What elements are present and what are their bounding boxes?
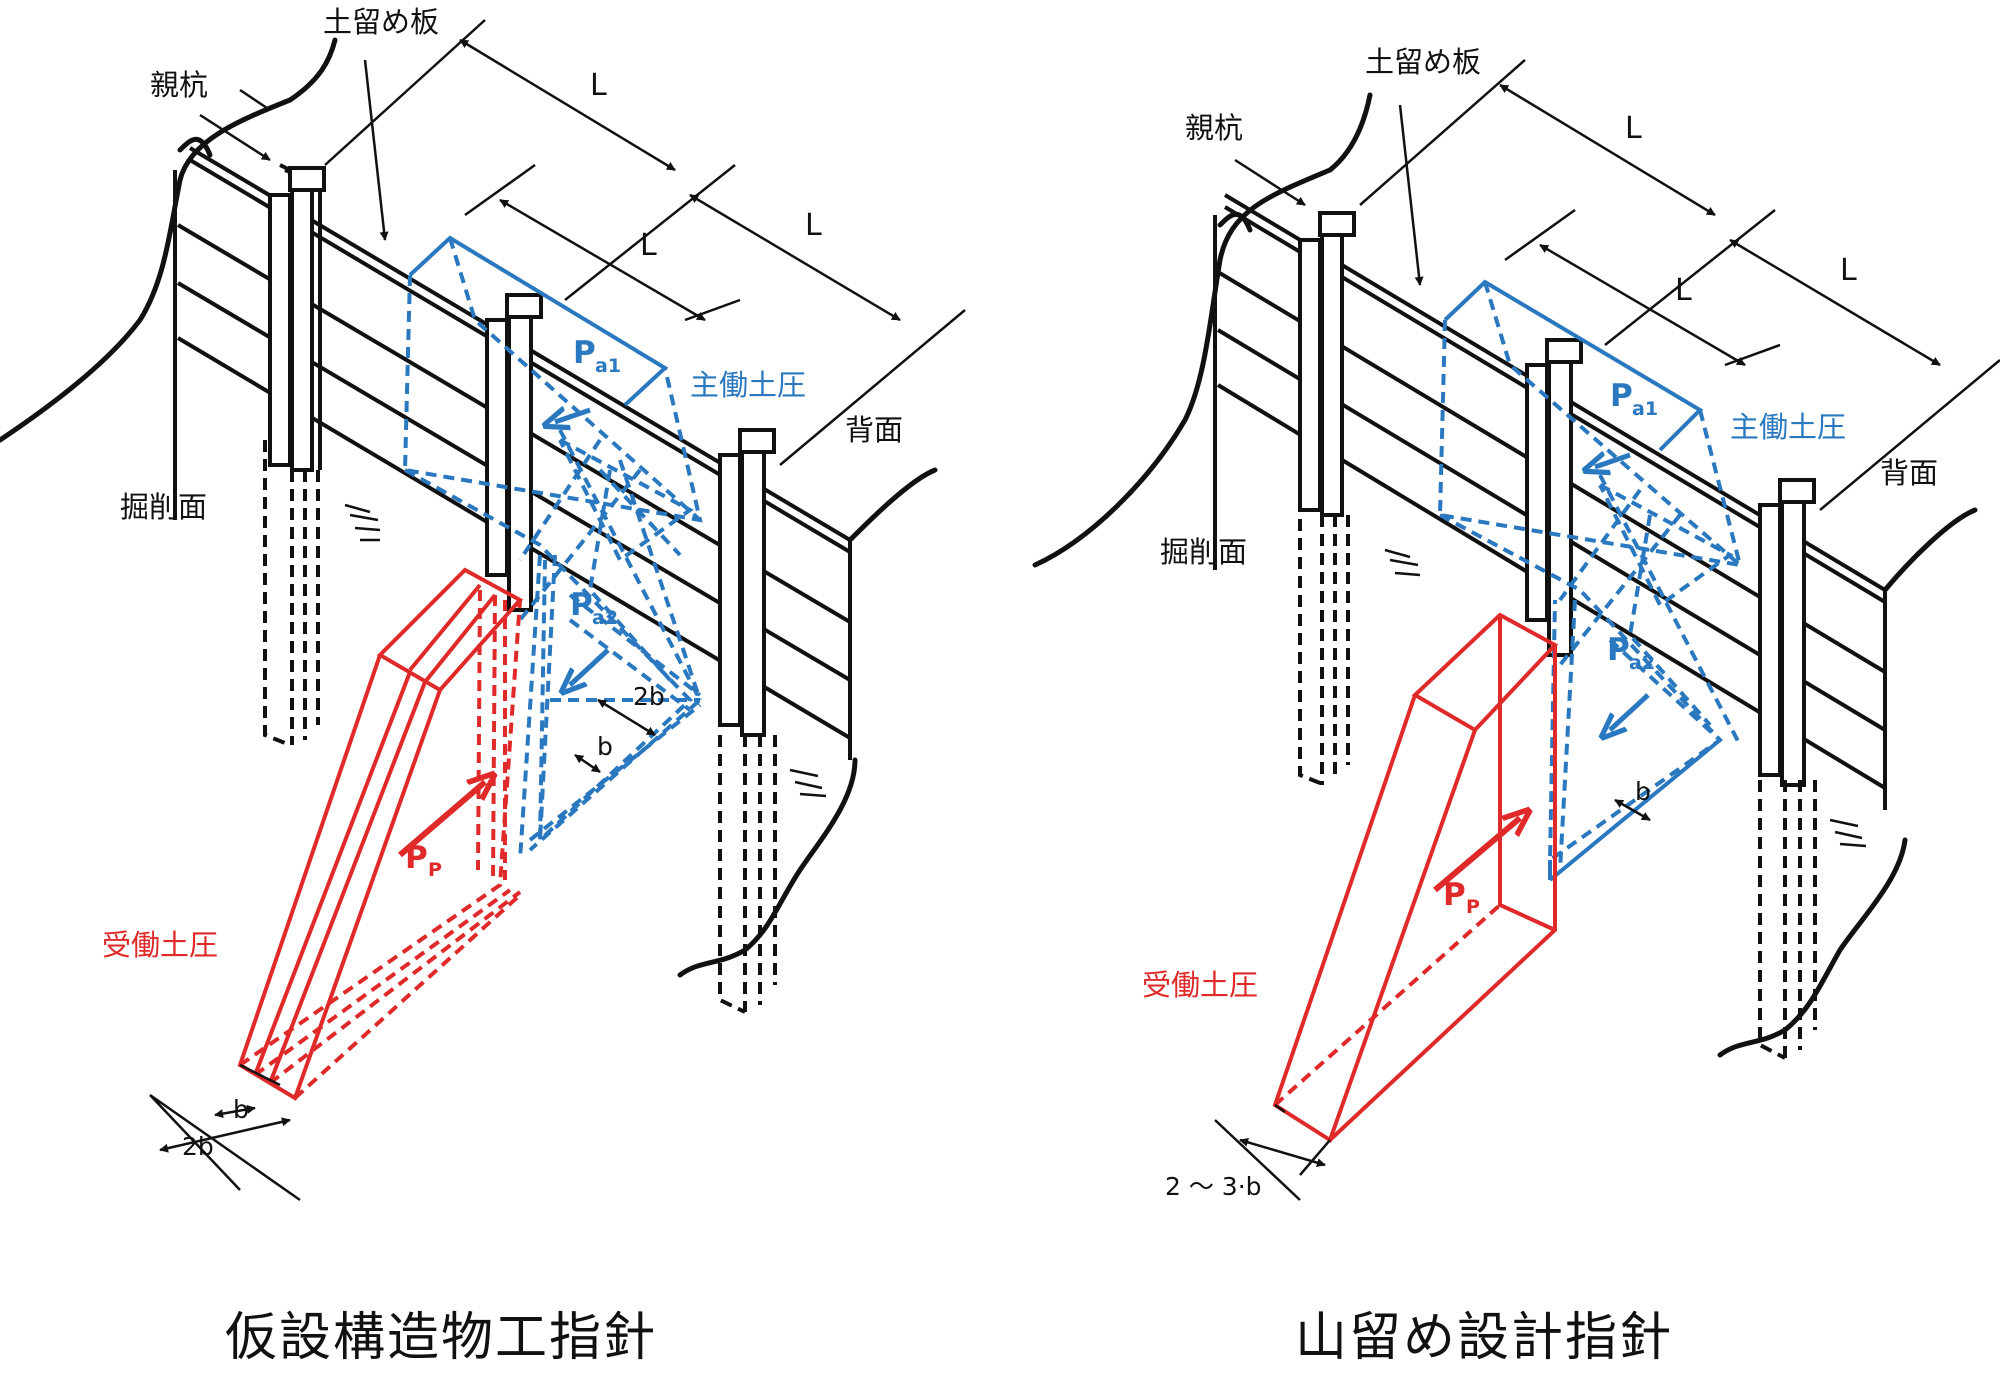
label-back-face: 背面 xyxy=(845,413,903,447)
label-active-pressure: 主働土圧 xyxy=(1730,410,1846,444)
label-excavation-face: 掘削面 xyxy=(120,490,207,524)
embedded-piles xyxy=(1298,500,1817,1060)
left-panel: 土留め板 親杭 掘削面 背面 主働土圧 受働土圧 L L L P a1 P a2… xyxy=(0,5,966,1368)
caption-right: 山留め設計指針 xyxy=(1295,1308,1673,1368)
svg-text:a1: a1 xyxy=(595,355,621,377)
pp-arrow xyxy=(398,782,485,858)
label-pp: P P xyxy=(405,840,442,881)
svg-text:P: P xyxy=(405,840,428,876)
label-pp: P P xyxy=(1443,877,1480,918)
label-soldier-pile: 親杭 xyxy=(1185,111,1243,145)
pa1-arrow xyxy=(1595,455,1631,467)
label-pa2: P a2 xyxy=(570,587,618,629)
svg-text:P: P xyxy=(1466,896,1480,918)
active-pressure-prism xyxy=(402,235,703,861)
dim-b-active: b xyxy=(1635,777,1651,806)
dim-L-top: L xyxy=(590,68,607,103)
dimension-lines xyxy=(149,19,966,1202)
label-active-pressure: 主働土圧 xyxy=(690,368,806,402)
dim-passive-width: 2 ～ 3·b xyxy=(1165,1172,1262,1201)
dim-2b-passive: 2b xyxy=(182,1132,214,1161)
label-passive-pressure: 受働土圧 xyxy=(1142,968,1258,1002)
svg-text:a2: a2 xyxy=(1629,652,1655,674)
svg-text:P: P xyxy=(573,335,596,371)
svg-text:P: P xyxy=(1607,632,1630,668)
svg-text:P: P xyxy=(428,859,442,881)
svg-text:P: P xyxy=(1610,378,1633,414)
label-pa1: P a1 xyxy=(1610,378,1658,420)
dim-L-top: L xyxy=(1625,111,1642,146)
svg-text:a1: a1 xyxy=(1632,398,1658,420)
dim-2b-active: 2b xyxy=(633,682,665,711)
passive-pressure-prism xyxy=(1272,612,1559,1144)
pa2-arrow xyxy=(1610,693,1650,730)
dimension-lines xyxy=(1214,59,2000,1201)
ground-hatch xyxy=(344,503,827,798)
label-passive-pressure: 受働土圧 xyxy=(102,928,218,962)
dim-b-active: b xyxy=(597,732,613,761)
dim-L-right: L xyxy=(805,208,822,243)
ground-hatch xyxy=(1384,548,1867,848)
dim-L-right: L xyxy=(1840,253,1857,288)
label-retaining-board: 土留め板 xyxy=(1365,45,1481,79)
label-excavation-face: 掘削面 xyxy=(1160,535,1247,569)
embedded-piles xyxy=(263,440,777,1014)
caption-left: 仮設構造物工指針 xyxy=(225,1308,657,1368)
dim-b-passive: b xyxy=(233,1095,249,1124)
label-back-face: 背面 xyxy=(1880,456,1938,490)
pa2-arrow xyxy=(570,648,610,685)
label-retaining-board: 土留め板 xyxy=(323,5,439,39)
label-soldier-pile: 親杭 xyxy=(150,68,208,102)
pa1-arrow xyxy=(555,410,591,422)
svg-text:P: P xyxy=(1443,877,1466,913)
label-pa1: P a1 xyxy=(573,335,621,377)
svg-text:P: P xyxy=(570,587,593,623)
soldier-piles xyxy=(268,163,776,737)
active-pressure-prism xyxy=(1437,279,1743,882)
dim-L-middle: L xyxy=(1675,273,1692,308)
label-pa2: P a2 xyxy=(1607,632,1655,674)
passive-pressure-prism xyxy=(237,567,524,1101)
terrain xyxy=(1032,92,1978,1058)
dim-L-middle: L xyxy=(640,228,657,263)
right-panel: 土留め板 親杭 掘削面 背面 主働土圧 受働土圧 L L L P a1 P a2… xyxy=(1032,45,2000,1368)
svg-text:a2: a2 xyxy=(592,607,618,629)
pp-arrow xyxy=(1433,818,1520,893)
